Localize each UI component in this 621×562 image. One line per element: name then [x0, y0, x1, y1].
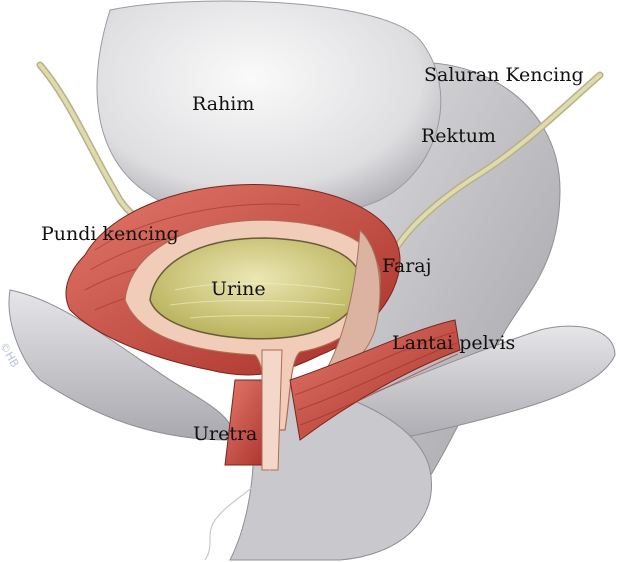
label-vagina: Faraj	[382, 257, 432, 276]
label-rectum: Rektum	[421, 127, 496, 146]
label-uterus: Rahim	[192, 95, 254, 114]
label-pelvic-floor: Lantai pelvis	[392, 334, 515, 353]
label-urine: Urine	[211, 280, 266, 299]
label-ureter: Saluran Kencing	[424, 66, 584, 85]
label-bladder: Pundi kencing	[41, 225, 179, 244]
urethra-tube	[262, 350, 282, 470]
label-urethra: Uretra	[193, 425, 257, 444]
